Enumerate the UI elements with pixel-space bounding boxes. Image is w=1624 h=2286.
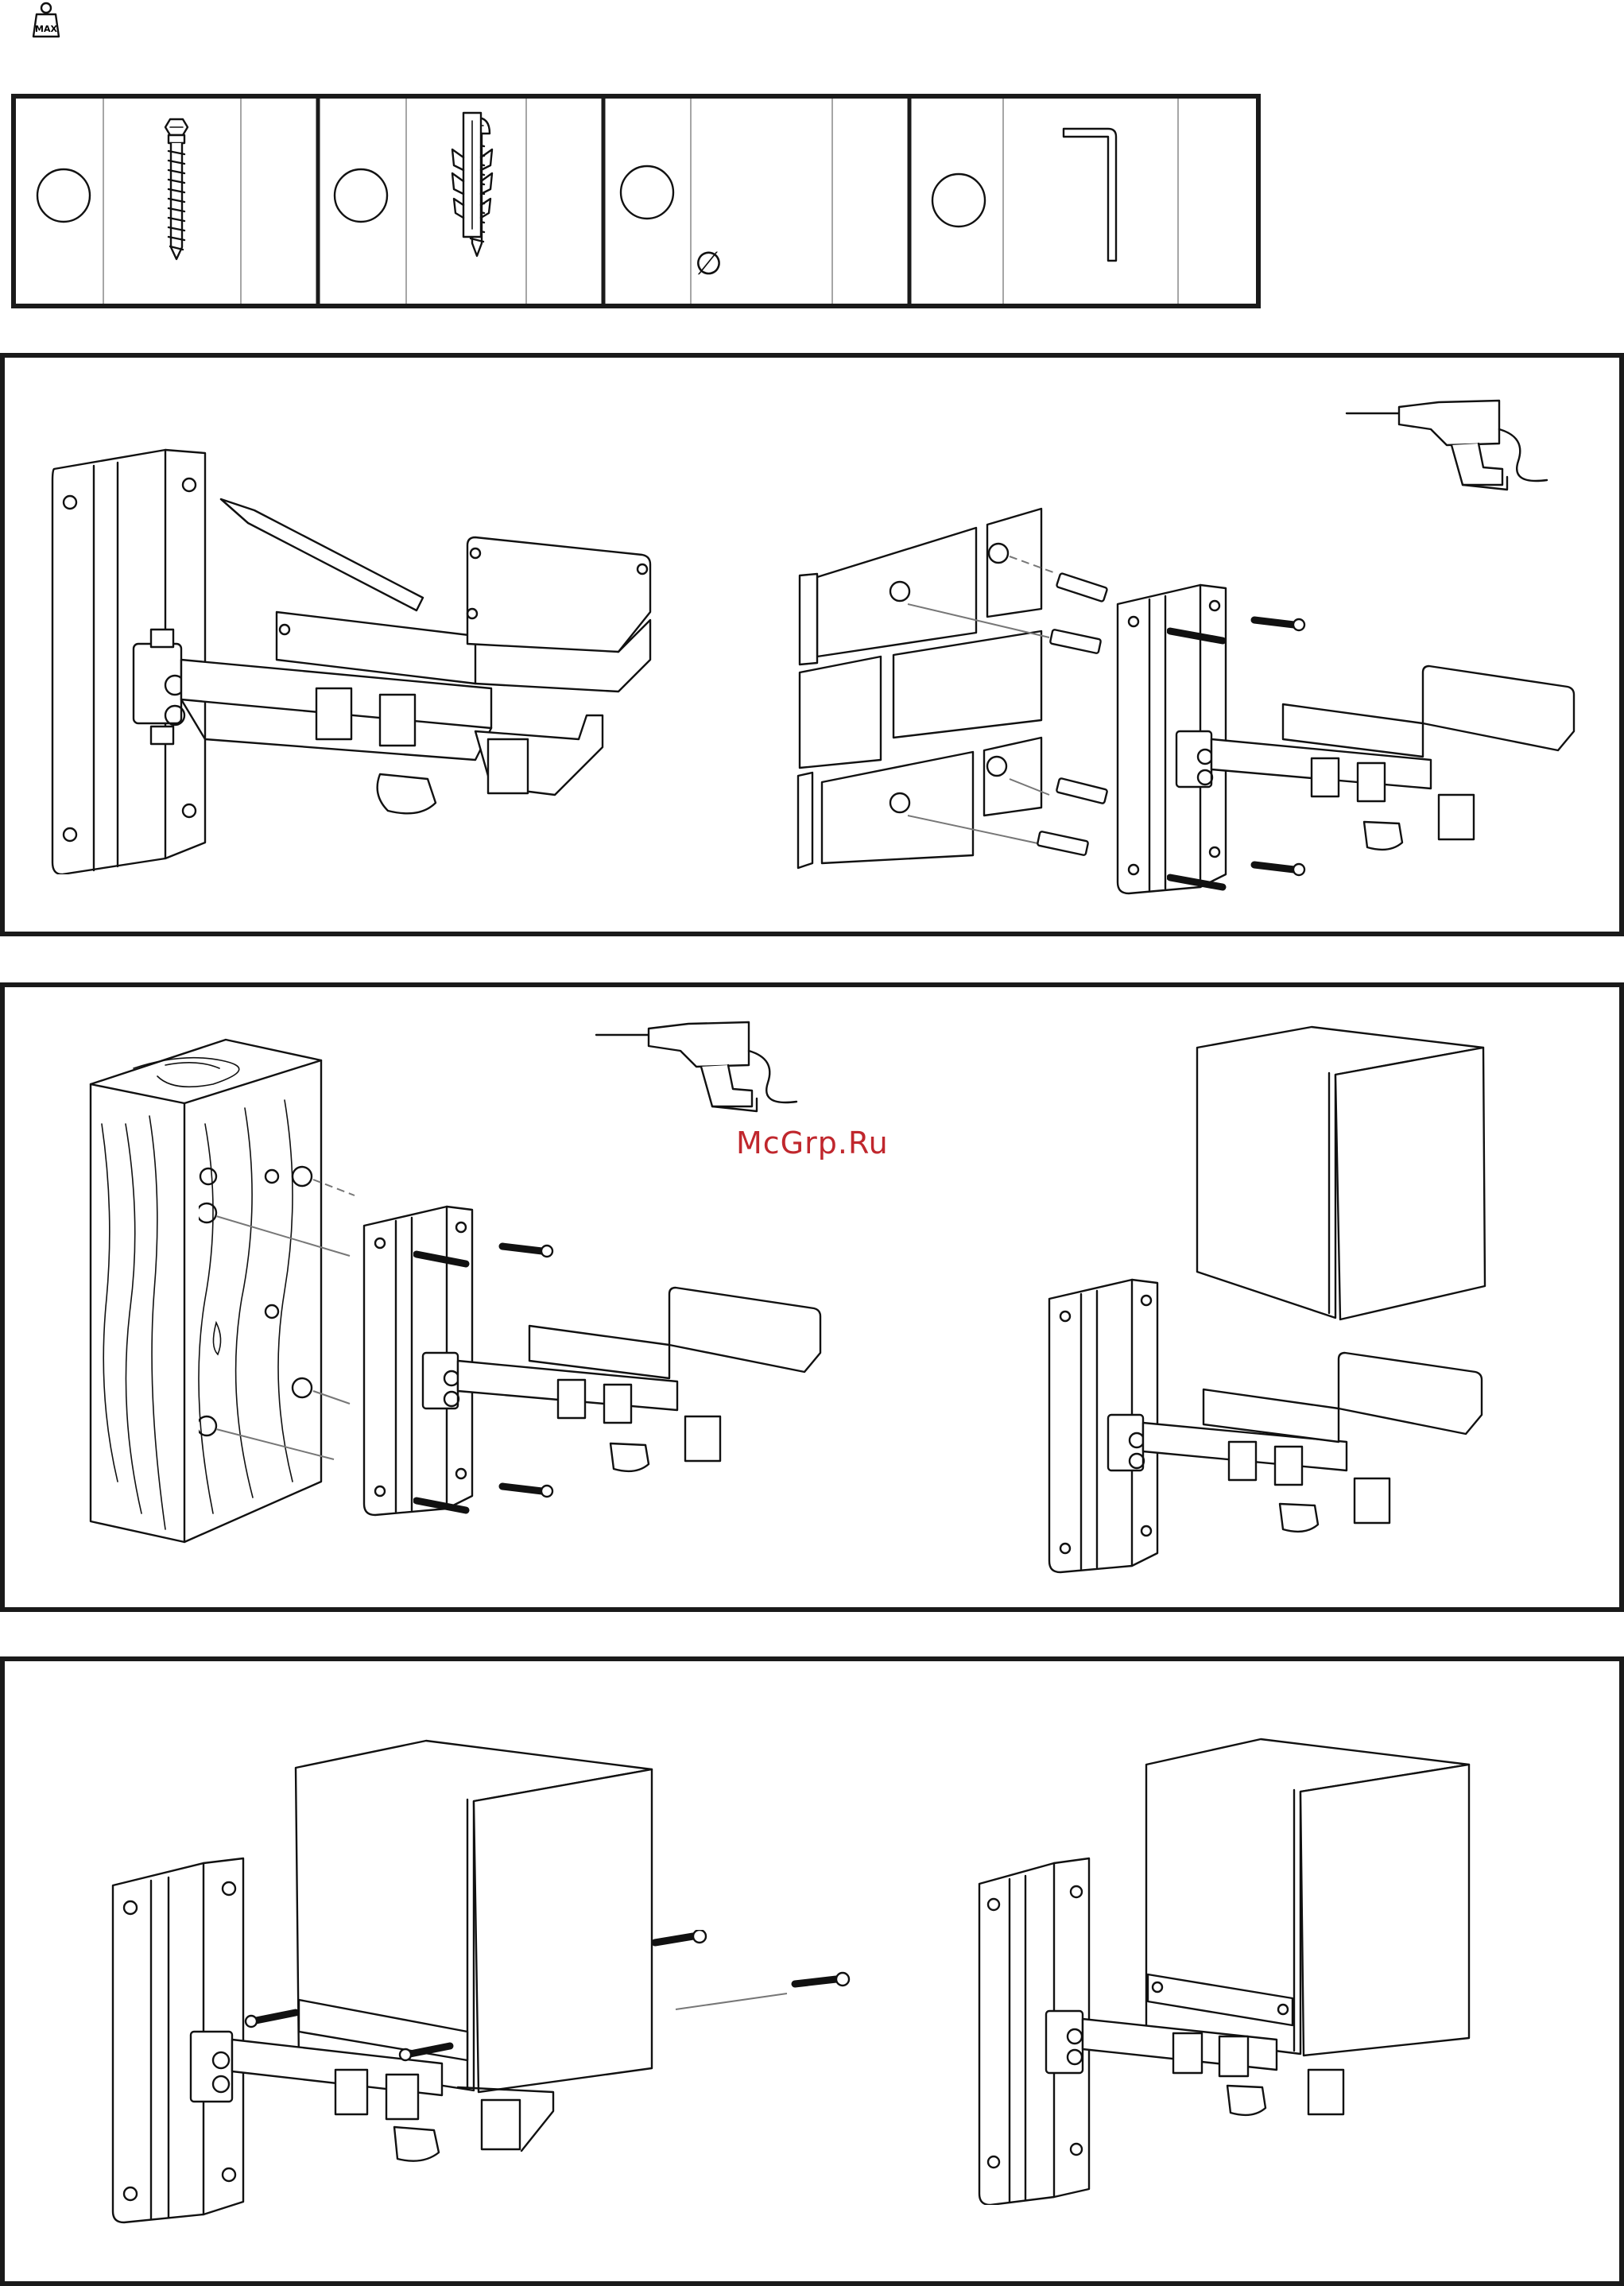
speaker-on-bracket-illustration	[108, 1738, 680, 2230]
wall-bracket-illustration	[1045, 1275, 1490, 1577]
wall-plug-icon	[444, 110, 500, 253]
watermark-text: McGrp.Ru	[736, 1126, 889, 1160]
quantity-circle	[932, 174, 985, 227]
max-label: MAX	[35, 24, 57, 34]
quantity-circle	[37, 169, 90, 222]
bolts-illustration	[413, 1224, 556, 1518]
parts-table: ∅	[11, 94, 1261, 308]
max-weight-icon: MAX	[30, 2, 62, 38]
speaker-on-bracket-illustration	[975, 1736, 1483, 2205]
drill-icon	[593, 1019, 800, 1122]
pencil-icon	[215, 493, 429, 612]
hex-bolt-icon	[161, 116, 192, 275]
quantity-circle	[335, 169, 387, 222]
wood-guide-lines	[199, 1160, 366, 1463]
bolts-illustration	[1167, 601, 1310, 895]
quantity-circle	[621, 166, 673, 219]
bolts-illustration	[652, 1930, 859, 2025]
drill-icon	[1343, 397, 1550, 501]
diameter-symbol: ∅	[695, 248, 723, 280]
allen-key-icon	[1060, 126, 1124, 269]
